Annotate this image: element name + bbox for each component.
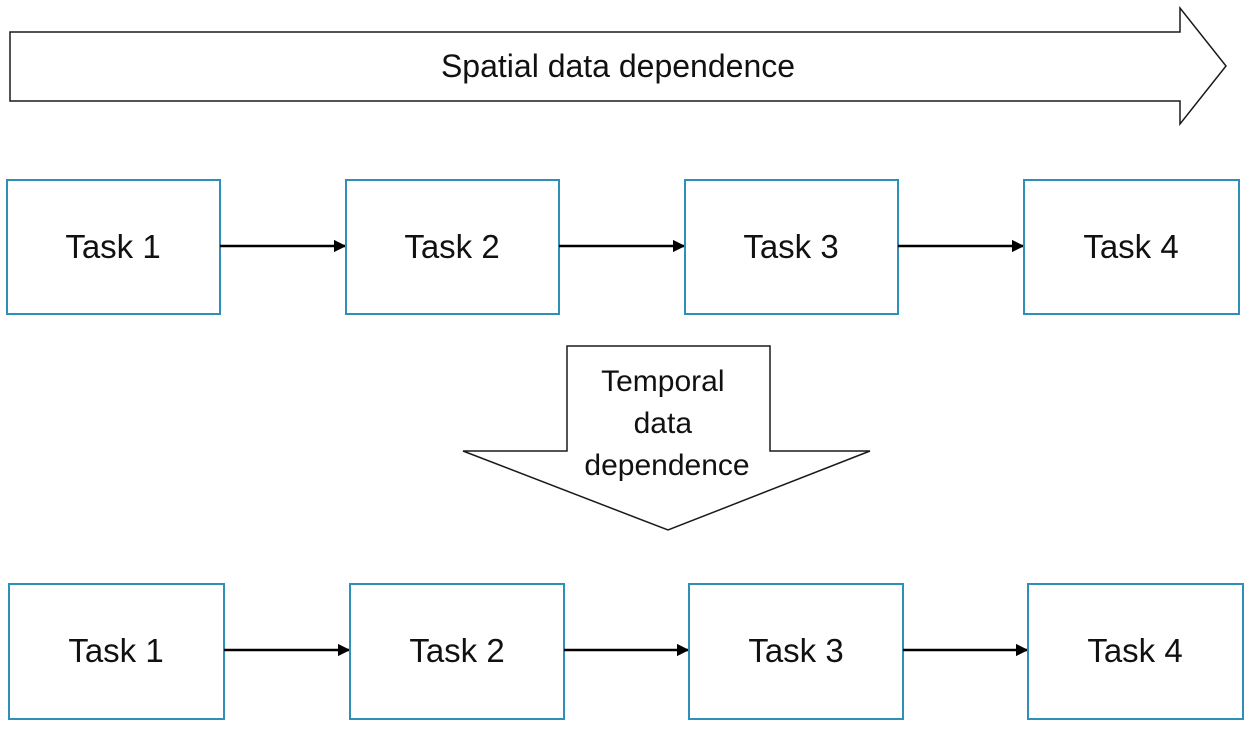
row1-task-1: Task 1 xyxy=(6,179,221,315)
row2-task-2: Task 2 xyxy=(349,583,565,720)
task-row-1: Task 1 Task 2 Task 3 Task 4 xyxy=(6,179,1240,315)
row2-task-2-label: Task 2 xyxy=(409,632,504,669)
row1-task-4: Task 4 xyxy=(1023,179,1240,315)
row1-task-2-label: Task 2 xyxy=(404,228,499,265)
row2-task-4: Task 4 xyxy=(1027,583,1244,720)
row2-task-1-label: Task 1 xyxy=(68,632,163,669)
row1-task-2: Task 2 xyxy=(345,179,560,315)
row2-task-3-label: Task 3 xyxy=(748,632,843,669)
row1-task-1-label: Task 1 xyxy=(65,228,160,265)
spatial-dependence-label: Spatial data dependence xyxy=(441,48,795,84)
row2-task-1: Task 1 xyxy=(8,583,225,720)
temporal-label-line-2: data xyxy=(634,407,693,440)
temporal-dependence-arrow: Temporal data dependence xyxy=(462,345,871,531)
temporal-label-line-3: dependence xyxy=(584,449,749,482)
task-row-2: Task 1 Task 2 Task 3 Task 4 xyxy=(8,583,1244,720)
temporal-dependence-label: Temporal data dependence xyxy=(584,365,749,482)
row2-task-3: Task 3 xyxy=(688,583,904,720)
row2-task-4-label: Task 4 xyxy=(1087,632,1182,669)
spatial-dependence-arrow: Spatial data dependence xyxy=(9,5,1227,127)
row1-task-4-label: Task 4 xyxy=(1083,228,1178,265)
row1-task-3: Task 3 xyxy=(684,179,899,315)
row1-task-3-label: Task 3 xyxy=(743,228,838,265)
temporal-label-line-1: Temporal xyxy=(601,365,724,398)
